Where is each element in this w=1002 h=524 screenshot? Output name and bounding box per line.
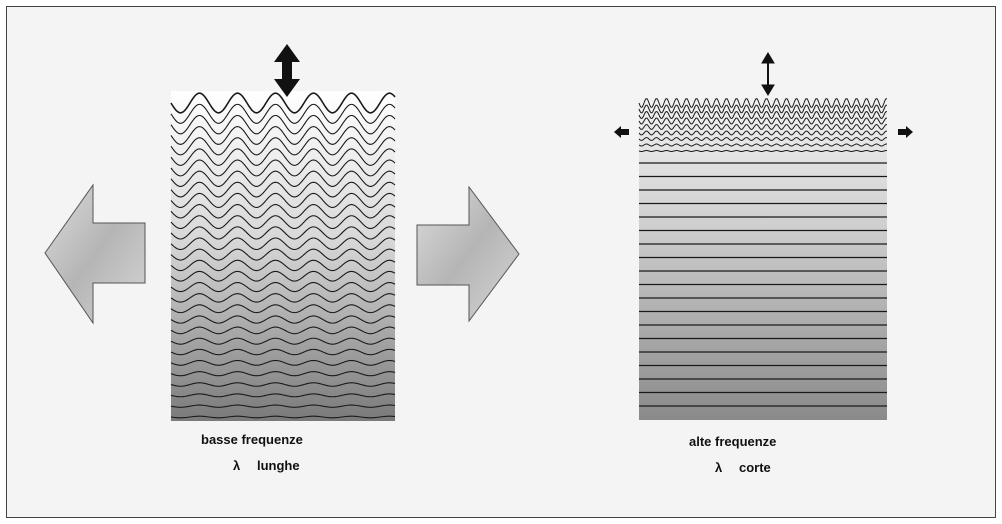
long-wave-line	[170, 159, 396, 177]
long-wave-line	[170, 304, 396, 314]
long-wave-line	[170, 192, 396, 208]
thin-double-vertical-arrow-icon	[761, 52, 775, 96]
long-wave-line	[170, 92, 396, 114]
low-frequency-title: basse frequenze	[201, 432, 303, 447]
short-wave-line	[638, 104, 887, 114]
short-wave-line	[638, 150, 887, 152]
short-wave-line	[638, 124, 887, 130]
long-wave-line	[170, 404, 396, 408]
long-wave-line	[170, 248, 396, 261]
long-wave-line	[170, 315, 396, 324]
short-wave-line	[638, 137, 887, 141]
big-left-arrow-icon	[44, 183, 146, 325]
long-wavelength-label: lunghe	[257, 458, 300, 473]
lambda-symbol: λ	[715, 460, 723, 475]
long-wave-line	[170, 359, 396, 366]
long-wave-line	[170, 259, 396, 272]
long-wave-line	[170, 170, 396, 187]
short-wave-line	[638, 130, 887, 136]
short-wavelength-label: corte	[739, 460, 771, 475]
long-wave-line	[170, 237, 396, 251]
long-wave-line	[170, 382, 396, 387]
long-wave-line	[170, 326, 396, 335]
frequency-wavelength-diagram	[44, 44, 913, 421]
high-frequency-waves	[638, 98, 887, 407]
long-wave-line	[170, 226, 396, 240]
long-wave-line	[170, 348, 396, 356]
big-right-arrow-icon	[416, 185, 520, 323]
long-wave-line	[170, 148, 396, 166]
short-wave-line	[638, 98, 887, 108]
short-wavelength-line: λ corte	[715, 460, 771, 475]
short-wave-line	[638, 143, 887, 147]
long-wave-line	[170, 181, 396, 198]
long-wave-line	[170, 137, 396, 156]
long-wavelength-line: λ lunghe	[233, 458, 300, 473]
long-wave-line	[170, 371, 396, 377]
long-wave-line	[170, 114, 396, 135]
long-wave-line	[170, 215, 396, 230]
long-wave-line	[170, 337, 396, 345]
long-wave-line	[170, 103, 396, 124]
long-wave-line	[170, 293, 396, 303]
low-frequency-waves	[170, 92, 396, 419]
short-wave-line	[638, 117, 887, 125]
double-vertical-arrow-icon	[274, 44, 300, 97]
long-wave-line	[170, 126, 396, 145]
high-frequency-title: alte frequenze	[689, 434, 777, 449]
long-wave-line	[170, 282, 396, 293]
lambda-symbol: λ	[233, 458, 241, 473]
long-wave-line	[170, 204, 396, 219]
long-wave-line	[170, 415, 396, 419]
short-wave-line	[638, 111, 887, 119]
small-left-arrow-icon	[614, 126, 629, 138]
small-right-arrow-icon	[898, 126, 913, 138]
long-wave-line	[170, 270, 396, 282]
long-wave-line	[170, 393, 396, 398]
figure-frame: basse frequenze λ lunghe alte frequenze λ…	[6, 6, 996, 518]
